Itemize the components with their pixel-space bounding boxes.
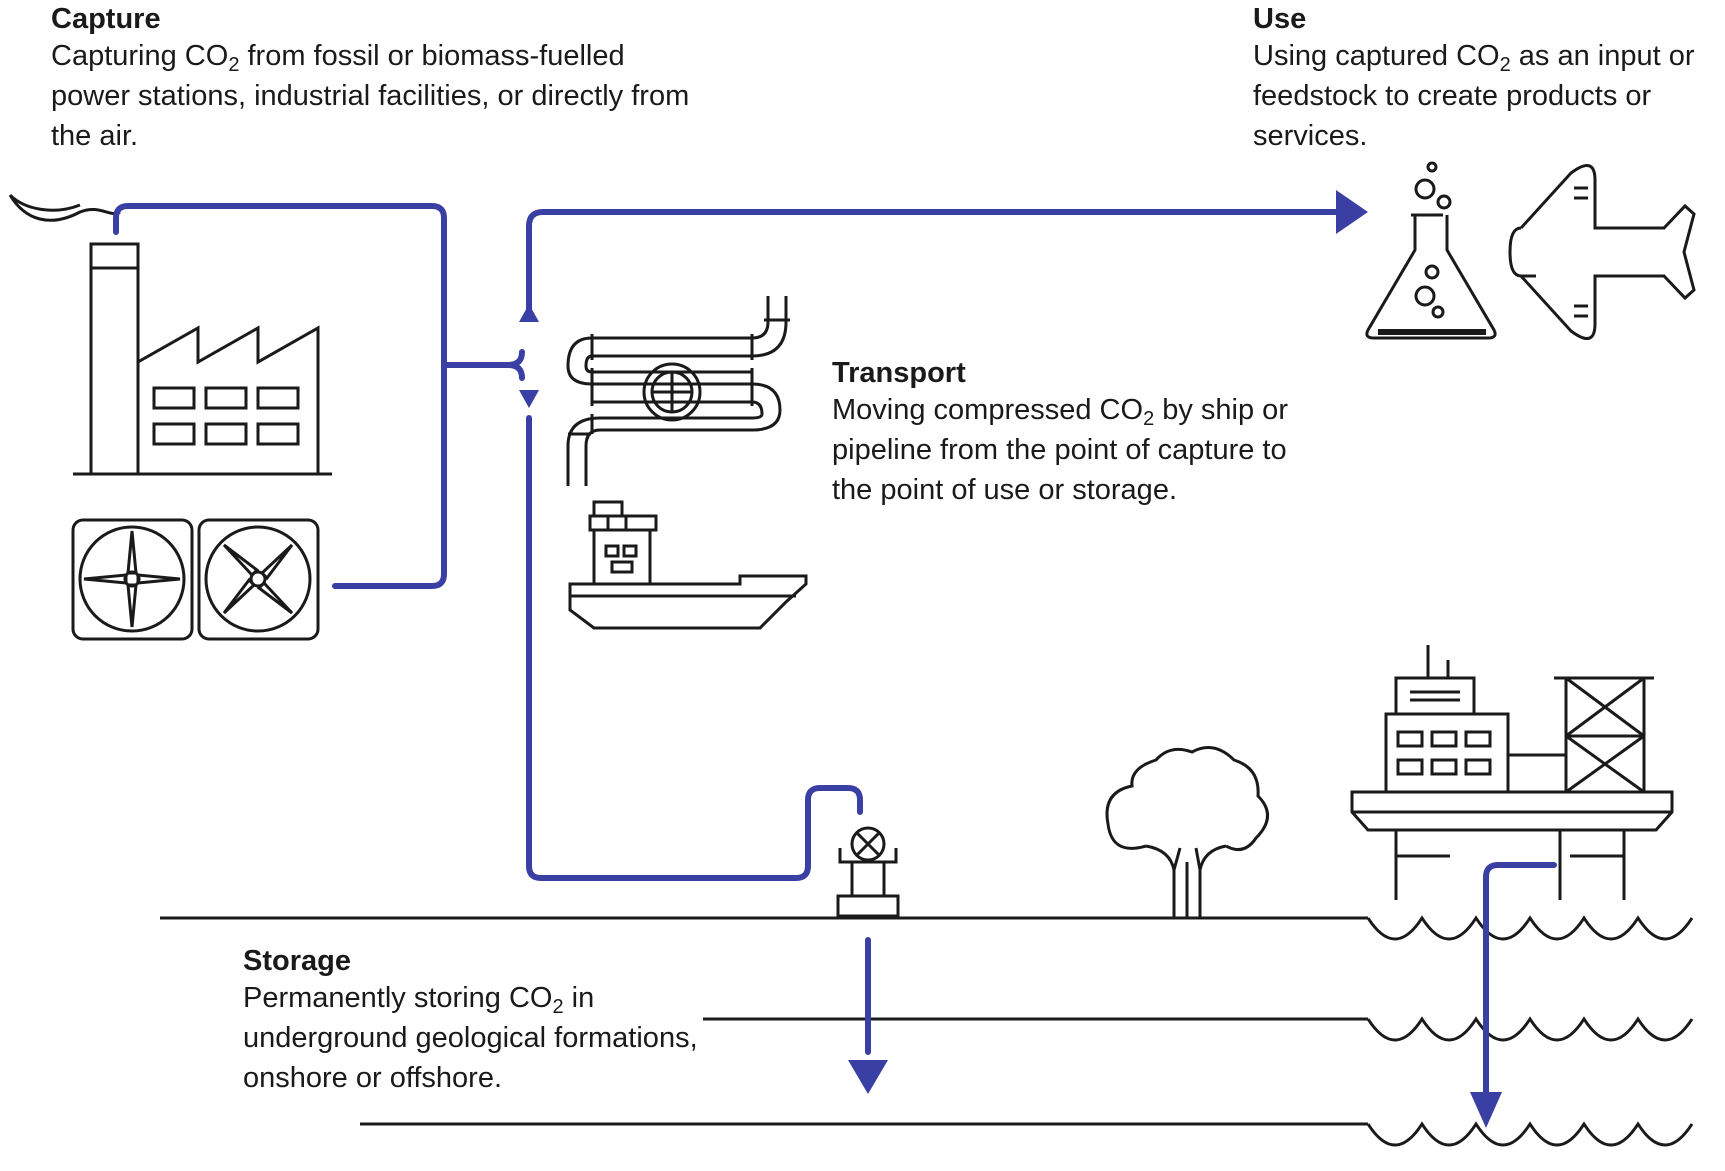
use-heading: Use bbox=[1253, 3, 1307, 35]
use-section: Use Using captured CO2 as an input or fe… bbox=[1253, 2, 1725, 156]
pipeline-icon bbox=[566, 296, 790, 486]
use-arrowhead bbox=[1336, 190, 1368, 234]
offshore-injection-line bbox=[1483, 862, 1557, 1095]
injection-wellhead-icon bbox=[836, 826, 900, 918]
offshore-arrowhead bbox=[1470, 1092, 1502, 1128]
junction-flow-line bbox=[441, 349, 525, 381]
direct-air-capture-fans-icon bbox=[71, 518, 320, 641]
transport-description: Moving compressed CO2 by ship or pipelin… bbox=[832, 394, 1288, 506]
flask-icon bbox=[1365, 161, 1497, 340]
airplane-icon bbox=[1508, 164, 1696, 340]
offshore-platform-icon bbox=[1350, 645, 1674, 900]
capture-heading: Capture bbox=[51, 3, 161, 35]
transport-heading: Transport bbox=[832, 357, 966, 389]
use-flow-line bbox=[526, 209, 1343, 315]
water-waves bbox=[1366, 915, 1694, 1147]
capture-description: Capturing CO2 from fossil or biomass-fue… bbox=[51, 40, 690, 152]
split-down-arrowhead bbox=[519, 390, 539, 408]
ship-icon bbox=[568, 500, 808, 630]
onshore-arrowhead bbox=[848, 1060, 888, 1094]
storage-section: Storage Permanently storing CO2 in under… bbox=[243, 944, 763, 1098]
storage-description: Permanently storing CO2 in underground g… bbox=[243, 982, 698, 1094]
ground-lines bbox=[160, 916, 1368, 1126]
transport-section: Transport Moving compressed CO2 by ship … bbox=[832, 356, 1312, 510]
factory-icon bbox=[8, 193, 332, 476]
storage-flow-line bbox=[526, 415, 863, 881]
use-description: Using captured CO2 as an input or feedst… bbox=[1253, 40, 1695, 152]
capture-flow-line bbox=[113, 203, 447, 589]
storage-heading: Storage bbox=[243, 945, 351, 977]
split-up-arrowhead bbox=[519, 304, 539, 322]
capture-section: Capture Capturing CO2 from fossil or bio… bbox=[51, 2, 711, 156]
flow-arrowheads bbox=[519, 190, 1502, 1128]
co2-flow-lines bbox=[113, 203, 1557, 1095]
tree-icon bbox=[1105, 746, 1269, 920]
